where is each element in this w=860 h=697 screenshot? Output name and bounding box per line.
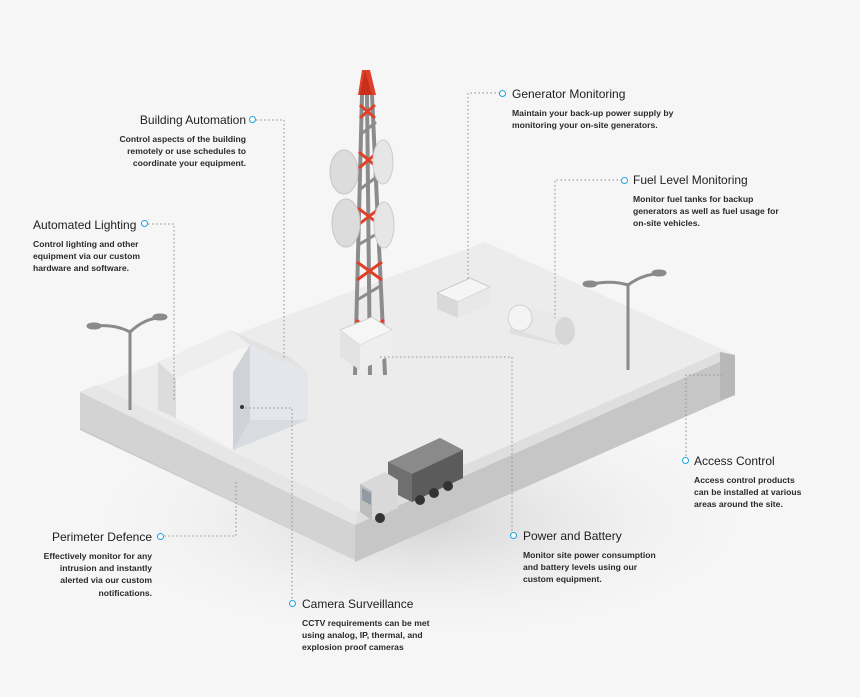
callout-title: Access Control <box>694 454 834 468</box>
marker-dot <box>141 220 148 227</box>
callout-perimeter-defence: Perimeter Defence Effectively monitor fo… <box>32 530 152 599</box>
callout-title: Generator Monitoring <box>512 87 692 101</box>
callout-title: Power and Battery <box>523 529 673 543</box>
callout-fuel-level-monitoring: Fuel Level Monitoring Monitor fuel tanks… <box>633 173 803 230</box>
marker-dot <box>499 90 506 97</box>
marker-dot <box>621 177 628 184</box>
marker-dot <box>682 457 689 464</box>
callout-title: Building Automation <box>100 113 246 127</box>
marker-dot <box>289 600 296 607</box>
callout-camera-surveillance: Camera Surveillance CCTV requirements ca… <box>302 597 452 654</box>
callout-power-and-battery: Power and Battery Monitor site power con… <box>523 529 673 586</box>
callout-building-automation: Building Automation Control aspects of t… <box>100 113 246 170</box>
callout-generator-monitoring: Generator Monitoring Maintain your back-… <box>512 87 692 131</box>
callout-title: Fuel Level Monitoring <box>633 173 803 187</box>
marker-dot <box>249 116 256 123</box>
callout-title: Automated Lighting <box>33 218 153 232</box>
callout-title: Perimeter Defence <box>32 530 152 544</box>
marker-dot <box>157 533 164 540</box>
callout-title: Camera Surveillance <box>302 597 452 611</box>
callout-automated-lighting: Automated Lighting Control lighting and … <box>33 218 153 275</box>
marker-dot <box>510 532 517 539</box>
